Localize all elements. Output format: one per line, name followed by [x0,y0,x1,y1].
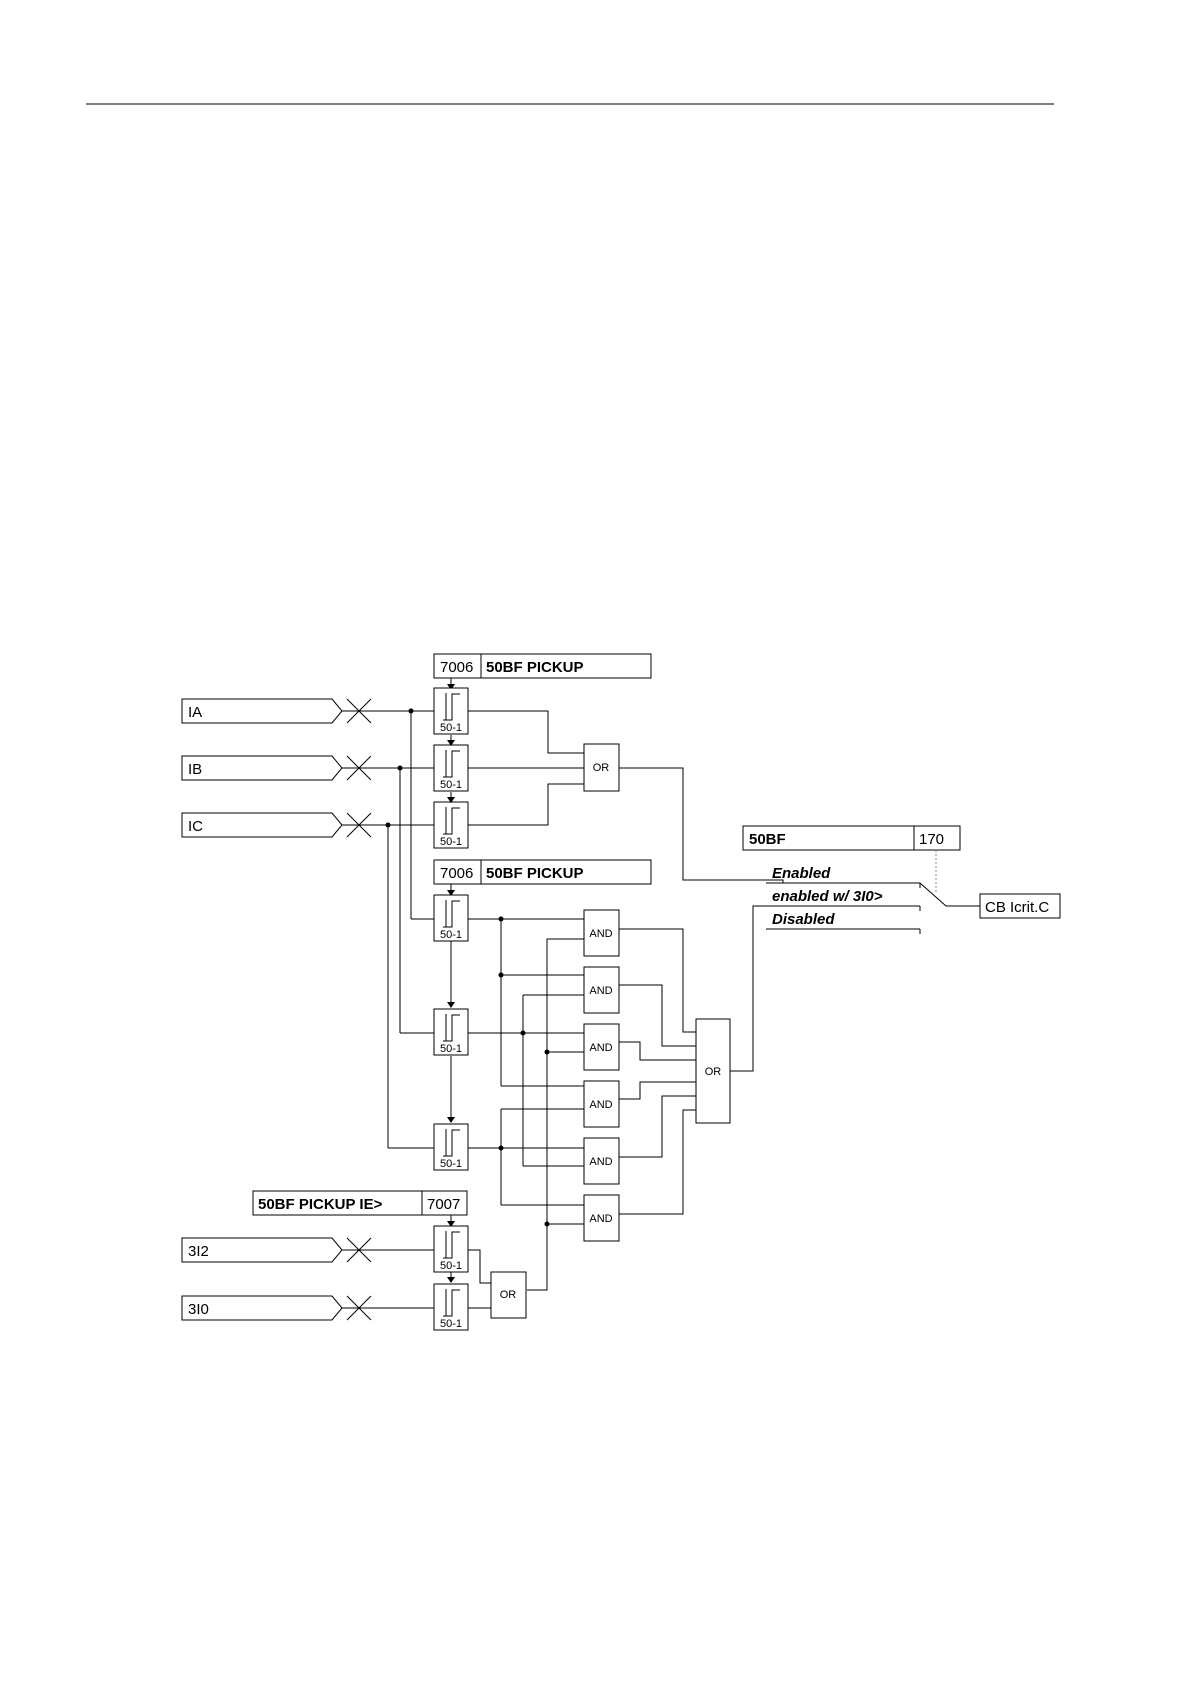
input-label: IB [188,761,202,778]
setting-name: 50BF [749,831,786,848]
and-gate: AND [584,1024,619,1070]
threshold-stages: 50-1 50-1 50-1 50-1 50-1 50-1 50-1 50-1 [434,688,468,1330]
stage-label: 50-1 [440,1318,462,1330]
and-gate: AND [584,1138,619,1184]
gate-label: AND [589,1213,612,1225]
setting-address: 7006 [440,659,473,676]
threshold-stage: 50-1 [434,688,468,734]
stage-label: 50-1 [440,929,462,941]
setting-name: 50BF PICKUP IE> [258,1196,383,1213]
gate-label: OR [593,762,610,774]
output-signal: CB Icrit.C [980,894,1060,918]
setting-box-mode[interactable]: 50BF 170 [743,826,960,850]
and-gate: AND [584,1195,619,1241]
stage-label: 50-1 [440,836,462,848]
stage-label: 50-1 [440,1043,462,1055]
setting-box-ground[interactable]: 50BF PICKUP IE> 7007 [253,1191,467,1227]
gate-label: AND [589,985,612,997]
option-enabled: Enabled [772,865,831,882]
stage-label: 50-1 [440,779,462,791]
setting-address: 7006 [440,865,473,882]
gate-label: AND [589,1042,612,1054]
threshold-stage: 50-1 [434,1009,468,1055]
input-label: 3I2 [188,1243,209,1260]
setting-box-top[interactable]: 7006 50BF PICKUP [434,654,651,690]
or-gate-combined: OR [696,906,920,1123]
stage-label: 50-1 [440,722,462,734]
setting-box-middle[interactable]: 7006 50BF PICKUP [434,860,651,896]
setting-name: 50BF PICKUP [486,659,584,676]
setting-address: 170 [919,831,944,848]
and-gate: AND [584,1081,619,1127]
option-disabled: Disabled [772,911,835,928]
input-ib: IB [182,756,434,780]
and-wiring [468,917,584,1291]
and-gate: AND [584,910,619,956]
gate-label: OR [705,1066,722,1078]
input-ia: IA [182,699,434,723]
threshold-stage: 50-1 [434,745,468,791]
input-label: IC [188,818,203,835]
or-gate-phase: OR [584,744,619,791]
threshold-stage: 50-1 [434,802,468,848]
input-label: IA [188,704,202,721]
threshold-stage: 50-1 [434,1226,468,1272]
threshold-stage: 50-1 [434,1284,468,1330]
gate-label: AND [589,1099,612,1111]
setting-name: 50BF PICKUP [486,865,584,882]
output-label: CB Icrit.C [985,899,1049,916]
input-label: 3I0 [188,1301,209,1318]
option-enabled-3i0: enabled w/ 3I0> [772,888,883,905]
input-3i0: 3I0 [182,1296,434,1320]
top-or-wiring [468,711,920,883]
mode-options: Enabled enabled w/ 3I0> Disabled [766,850,980,934]
and-to-or-wiring [619,929,696,1214]
phase-buses [386,709,435,1149]
stage-label: 50-1 [440,1158,462,1170]
and-gate: AND [584,967,619,1013]
or-gate-ground: OR [468,1250,526,1318]
gate-label: AND [589,928,612,940]
gate-label: AND [589,1156,612,1168]
input-ic: IC [182,813,434,837]
and-gates: AND AND AND AND AND AND [584,910,619,1241]
threshold-stage: 50-1 [434,895,468,941]
setting-address: 7007 [427,1196,460,1213]
threshold-stage: 50-1 [434,1124,468,1170]
stage-label: 50-1 [440,1260,462,1272]
input-3i2: 3I2 [182,1238,434,1262]
gate-label: OR [500,1289,517,1301]
